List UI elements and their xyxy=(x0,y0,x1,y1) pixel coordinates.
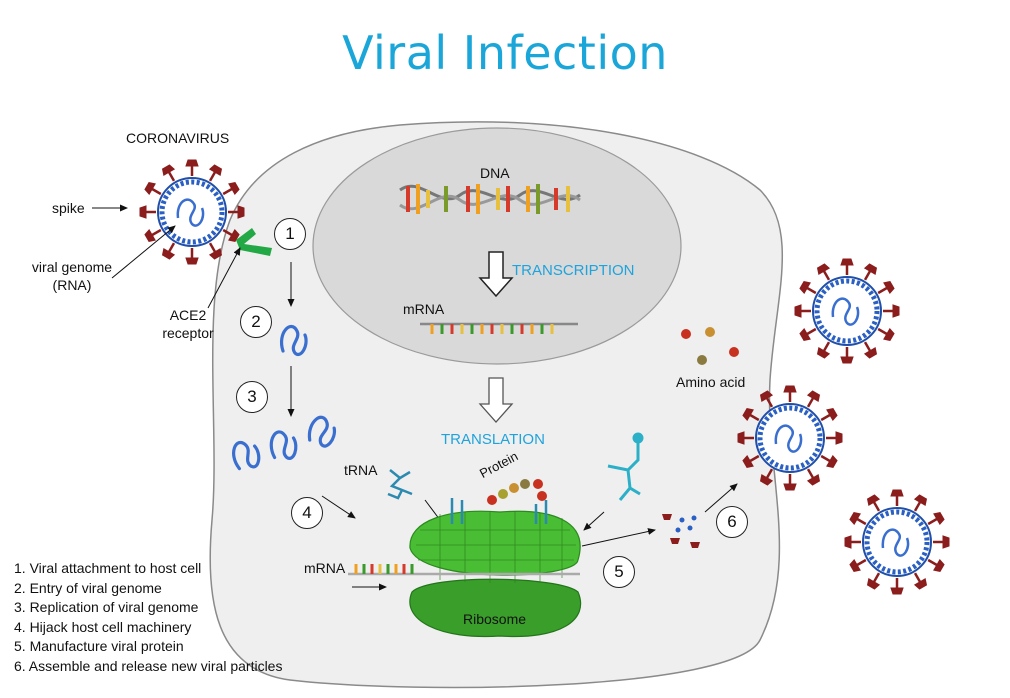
trna-icon-right xyxy=(607,432,644,501)
label-ribosome: Ribosome xyxy=(463,611,527,627)
step-marker-4: 4 xyxy=(291,497,323,529)
step-marker-2: 2 xyxy=(240,306,272,338)
step-marker-6: 6 xyxy=(716,506,748,538)
label-ace2-line2: receptor xyxy=(162,325,214,341)
genome-arrow xyxy=(111,225,176,279)
label-viral-genome-line2: (RNA) xyxy=(52,277,92,293)
label-trna: tRNA xyxy=(344,462,378,478)
step-marker-3: 3 xyxy=(236,381,268,413)
label-spike: spike xyxy=(52,200,85,216)
label-ace2-line1: ACE2 xyxy=(169,307,207,323)
trna-arrow xyxy=(583,511,605,531)
step-legend-item: 3. Replication of viral genome xyxy=(14,599,199,616)
label-amino-acid: Amino acid xyxy=(676,374,746,390)
coronavirus-icon-released-1 xyxy=(795,259,899,363)
page-title: Viral Infection xyxy=(342,26,668,80)
step-marker-1: 1 xyxy=(274,218,306,250)
label-mrna-nucleus: mRNA xyxy=(403,301,445,317)
label-transcription: TRANSCRIPTION xyxy=(512,262,635,279)
label-translation: TRANSLATION xyxy=(441,431,545,448)
flow-arrow-6 xyxy=(704,483,738,513)
step-legend-item: 6. Assemble and release new viral partic… xyxy=(14,657,283,674)
flow-arrow-3-4 xyxy=(321,495,356,519)
amino-acid-icon xyxy=(681,327,739,365)
step-legend-item: 4. Hijack host cell machinery xyxy=(14,618,192,635)
assembly-parts-icon xyxy=(662,514,700,548)
step-legend-item: 2. Entry of viral genome xyxy=(14,579,162,596)
dna-helix-icon xyxy=(399,184,581,214)
step-legend-item: 1. Viral attachment to host cell xyxy=(14,560,202,576)
receptor-arrow xyxy=(207,247,241,309)
label-viral-genome-line1: viral genome xyxy=(31,259,113,275)
ribosome-icon xyxy=(348,498,582,638)
coronavirus-icon-released-3 xyxy=(845,490,949,594)
transcription-arrow xyxy=(478,251,514,298)
ace2-receptor-icon xyxy=(236,228,272,256)
step-marker-5: 5 xyxy=(603,556,635,588)
flow-arrow-5 xyxy=(581,528,656,547)
protein-chain-icon xyxy=(487,479,547,505)
label-viral-genome: viral genome (RNA) xyxy=(24,259,120,293)
label-ace2: ACE2 receptor xyxy=(148,307,228,341)
step-legend: 1. Viral attachment to host cell 2. Entr… xyxy=(14,559,282,677)
label-mrna-ribosome: mRNA xyxy=(304,560,346,576)
step-legend-item: 5. Manufacture viral protein xyxy=(14,638,184,655)
nucleus xyxy=(312,127,682,365)
mrna-strand-icon xyxy=(420,322,578,334)
translation-arrow xyxy=(478,377,514,423)
label-coronavirus: CORONAVIRUS xyxy=(126,130,230,146)
label-dna: DNA xyxy=(480,165,510,181)
trna-icon xyxy=(387,469,413,500)
